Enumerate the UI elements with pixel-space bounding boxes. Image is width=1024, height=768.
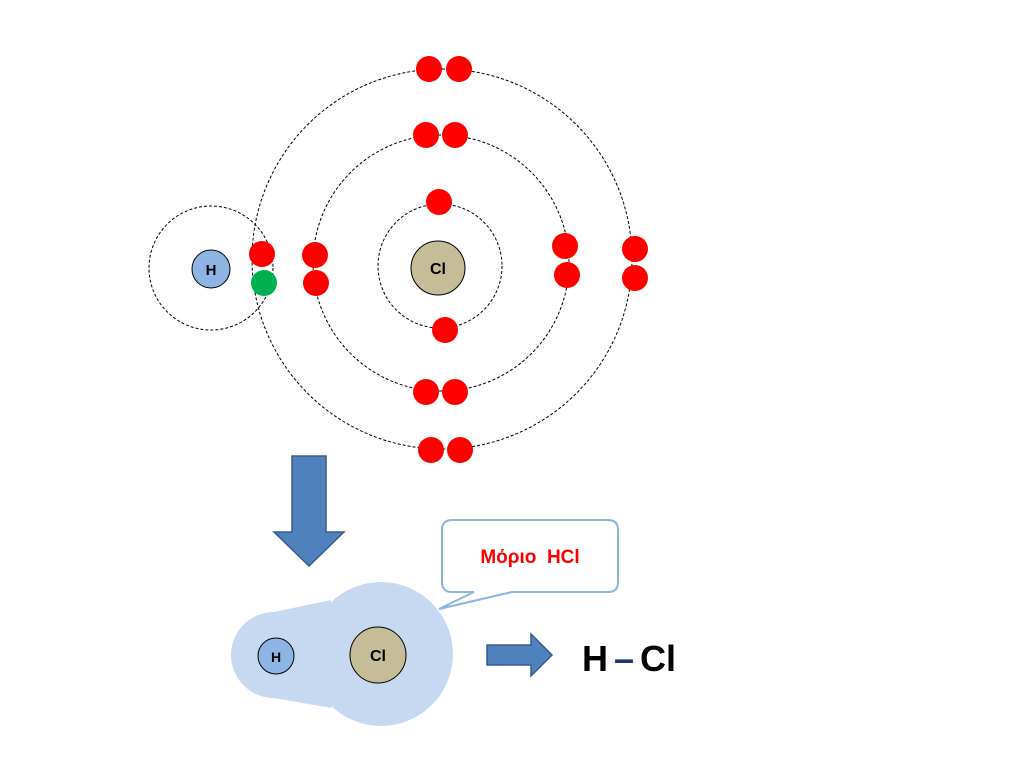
- molecule-hydrogen: H: [257, 637, 295, 675]
- shell-2-electrons: [302, 122, 580, 405]
- structural-formula: H–Cl: [582, 636, 676, 682]
- molecule-chlorine: Cl: [349, 626, 407, 684]
- hydrogen-nucleus-core: [191, 249, 231, 289]
- electron: [426, 189, 452, 215]
- electron: [302, 242, 328, 268]
- bohr-model: H Cl: [148, 56, 648, 463]
- molecule-chlorine-symbol: Cl: [370, 648, 386, 665]
- electron: [303, 270, 329, 296]
- electron: [418, 437, 444, 463]
- electron: [442, 379, 468, 405]
- chlorine-nucleus: Cl: [410, 240, 466, 296]
- electron: [554, 262, 580, 288]
- down-arrow: [272, 455, 346, 568]
- molecule-hydrogen-symbol: H: [271, 649, 281, 665]
- electron: [622, 236, 648, 262]
- electron: [447, 437, 473, 463]
- electron: [622, 265, 648, 291]
- electron: [413, 122, 439, 148]
- molecule-hydrogen-nucleus: [257, 637, 295, 675]
- electron: [442, 122, 468, 148]
- molecule-chlorine-nucleus: [349, 626, 407, 684]
- electron: [416, 56, 442, 82]
- electron: [552, 233, 578, 259]
- formula-hydrogen: H: [582, 638, 608, 679]
- shell-1-electrons: [426, 189, 458, 343]
- hydrogen-symbol: H: [206, 262, 217, 279]
- shared-electron: [251, 270, 277, 296]
- hydrogen-shell: [148, 205, 274, 331]
- callout-label: Μόριο HCl: [480, 547, 579, 568]
- electron: [432, 317, 458, 343]
- callout-bubble: [438, 519, 619, 610]
- cloud-bridge: [274, 600, 331, 708]
- formula-single-bond: –: [614, 638, 635, 679]
- hcl-molecule: H Cl: [231, 582, 453, 726]
- molecule-callout: Μόριο HCl: [438, 519, 619, 610]
- right-arrow: [486, 632, 554, 678]
- chlorine-nucleus-core: [410, 240, 466, 296]
- formula-chlorine: Cl: [640, 638, 677, 679]
- electron: [249, 241, 275, 267]
- hydrogen-nucleus: H: [191, 249, 231, 289]
- electron: [446, 56, 472, 82]
- electron: [413, 379, 439, 405]
- chlorine-symbol: Cl: [430, 261, 446, 278]
- shell-3-electrons: [249, 56, 648, 463]
